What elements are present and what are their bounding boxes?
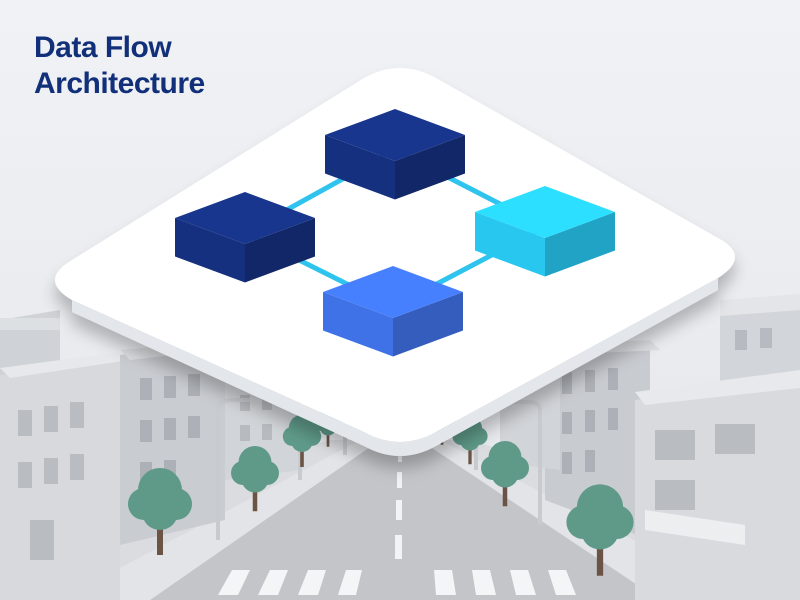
crosswalk: [218, 570, 576, 595]
node-top-right-face: [395, 135, 465, 200]
page-title-line-1: Data Flow: [34, 31, 172, 64]
node-top: [325, 109, 465, 200]
node-right-top-face: [475, 186, 615, 238]
node-bottom-top-face: [323, 266, 463, 318]
node-bottom: [323, 266, 463, 357]
road: [150, 440, 660, 600]
diagram-platform: [55, 68, 735, 456]
node-left-right-face: [245, 218, 315, 283]
page-title-line-2: Architecture: [34, 67, 205, 100]
tree-icon: [282, 414, 322, 467]
building-icon: [500, 294, 800, 600]
tree-icon: [566, 484, 634, 576]
node-bottom-right-face: [393, 292, 463, 357]
tree-icon: [481, 441, 529, 507]
node-top-left-face: [325, 135, 395, 200]
node-left: [175, 192, 315, 283]
node-bottom-left-face: [323, 292, 393, 357]
tree-icon: [452, 416, 488, 465]
tree-icon: [231, 446, 279, 512]
tree-icon: [128, 468, 192, 555]
node-right-right-face: [545, 212, 615, 277]
node-right-left-face: [475, 212, 545, 277]
awning: [645, 510, 745, 545]
node-right: [475, 186, 615, 277]
node-left-left-face: [175, 218, 245, 283]
page-title: Data Flow Architecture: [34, 30, 205, 102]
node-top-top-face: [325, 109, 465, 161]
diagram-nodes: [175, 109, 615, 357]
node-left-top-face: [175, 192, 315, 244]
